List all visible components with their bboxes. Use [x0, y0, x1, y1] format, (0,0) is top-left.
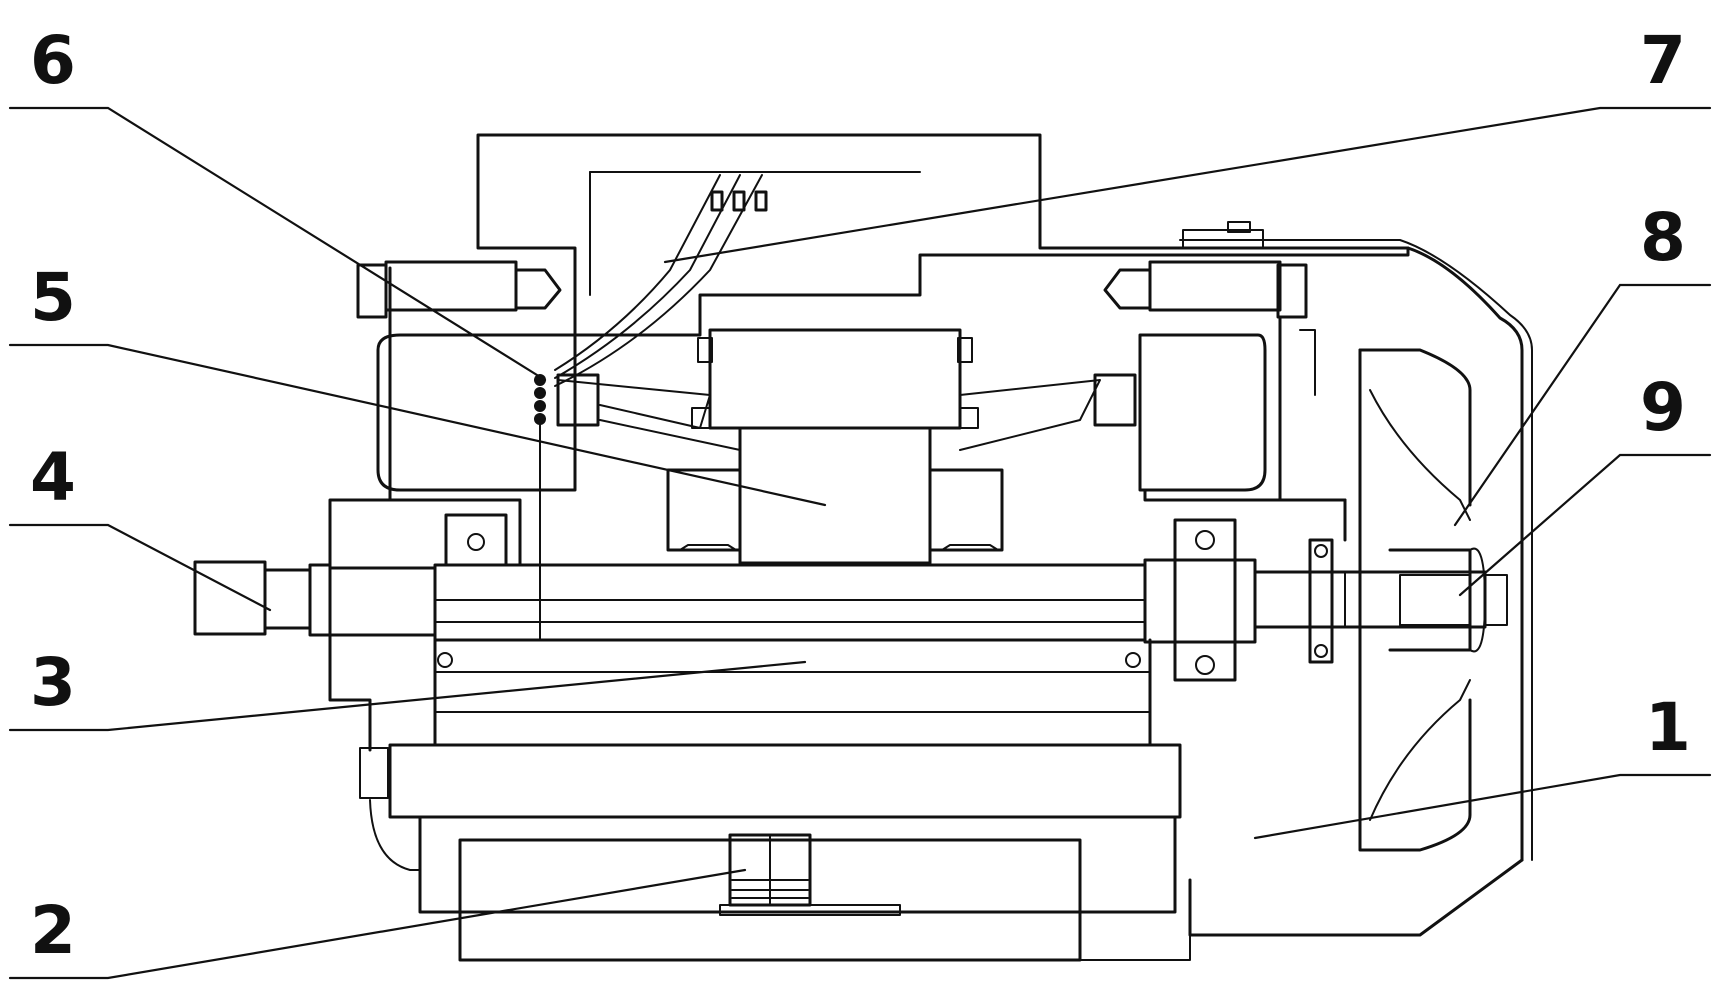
stator-rotor	[534, 174, 1137, 641]
leader-4	[8, 523, 272, 612]
label-3: 3	[30, 644, 76, 721]
leader-8	[1453, 283, 1712, 527]
leader-7	[663, 106, 1712, 264]
leader-5	[8, 343, 827, 507]
label-8: 8	[1640, 199, 1686, 276]
leader-lines	[8, 106, 1712, 980]
reference-numerals: 6 7 5 8 9 4 3 1 2	[30, 22, 1691, 969]
cooling-fan	[1358, 348, 1486, 852]
base-block	[369, 799, 1191, 962]
label-4: 4	[30, 439, 76, 516]
leader-2	[8, 868, 747, 980]
leader-1	[1253, 773, 1712, 840]
bearings	[437, 513, 1334, 682]
rotor-core	[359, 638, 1182, 819]
left-housing	[328, 260, 577, 752]
label-6: 6	[30, 22, 76, 99]
leader-9	[1458, 453, 1712, 597]
label-9: 9	[1640, 369, 1686, 446]
right-housing	[1103, 260, 1347, 542]
label-7: 7	[1640, 22, 1686, 99]
label-2: 2	[30, 892, 76, 969]
motor-shaft	[193, 558, 1508, 644]
label-1: 1	[1645, 689, 1691, 766]
top-housing	[476, 133, 1410, 337]
label-5: 5	[30, 259, 76, 336]
leader-6	[8, 106, 547, 382]
leader-3	[8, 660, 807, 732]
right-frame	[1178, 221, 1533, 937]
